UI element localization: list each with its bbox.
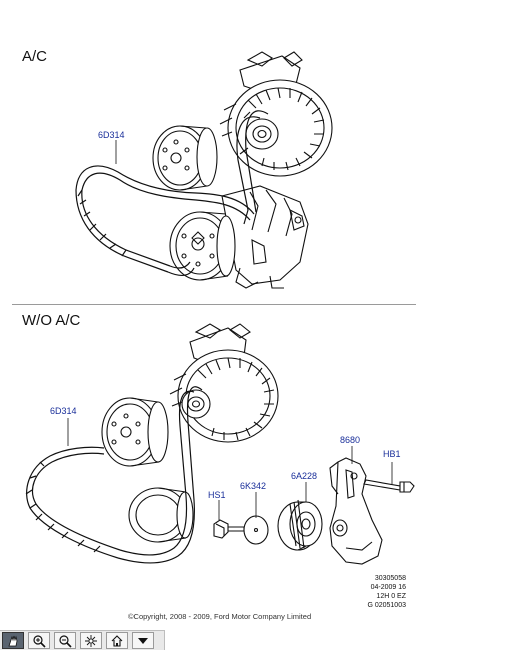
zoom-in-button[interactable]	[28, 632, 50, 649]
8680-tensioner-bracket	[329, 457, 383, 565]
callout-hs1: HS1	[208, 490, 226, 500]
ac-alternator	[219, 51, 333, 177]
reference-line-4: G 02051003	[367, 602, 406, 609]
menu-arrow-icon	[138, 637, 148, 644]
woac-drive-belt	[25, 386, 203, 564]
callout-ac-belt: 6D314	[98, 130, 125, 140]
zoom-out-button[interactable]	[54, 632, 76, 649]
fit-icon	[85, 634, 97, 647]
copyright-notice: ©Copyright, 2008 - 2009, Ford Motor Comp…	[128, 612, 312, 621]
pan-tool-button[interactable]	[2, 632, 24, 649]
reference-code: 30305058 04-2009 16 12H 0 EZ G 02051003	[352, 574, 406, 610]
reference-line-3: 12H 0 EZ	[376, 593, 406, 600]
ac-compressor	[169, 185, 309, 289]
viewer-toolbar	[0, 630, 165, 650]
ac-drive-belt	[75, 110, 269, 277]
home-icon	[111, 634, 123, 647]
belt-routing-diagram	[25, 51, 415, 565]
hb1-bolt	[363, 479, 415, 493]
zoom-out-icon	[59, 634, 72, 648]
fit-view-button[interactable]	[80, 632, 102, 649]
callout-6a228: 6A228	[291, 471, 318, 481]
woac-crank-pulley	[128, 487, 194, 543]
callout-8680: 8680	[340, 435, 361, 445]
callout-hb1: HB1	[383, 449, 401, 459]
reference-line-1: 30305058	[374, 575, 406, 582]
pan-icon	[8, 635, 18, 646]
hs1-bolt	[213, 519, 245, 539]
section-divider	[12, 304, 416, 305]
a228-tensioner-pulley	[277, 499, 323, 551]
zoom-in-icon	[33, 634, 46, 648]
home-view-button[interactable]	[106, 632, 128, 649]
section-title-ac: A/C	[22, 48, 48, 65]
toolbar-menu-button[interactable]	[132, 632, 154, 649]
callout-woac-belt: 6D314	[50, 406, 77, 416]
woac-alternator	[169, 323, 279, 443]
reference-line-2: 04-2009 16	[370, 584, 406, 591]
ac-idler-pulley	[152, 125, 218, 191]
woac-idler-pulley	[101, 397, 169, 467]
callout-6k342: 6K342	[240, 481, 267, 491]
k342-cover	[243, 515, 269, 545]
section-title-woac: W/O A/C	[22, 312, 81, 329]
